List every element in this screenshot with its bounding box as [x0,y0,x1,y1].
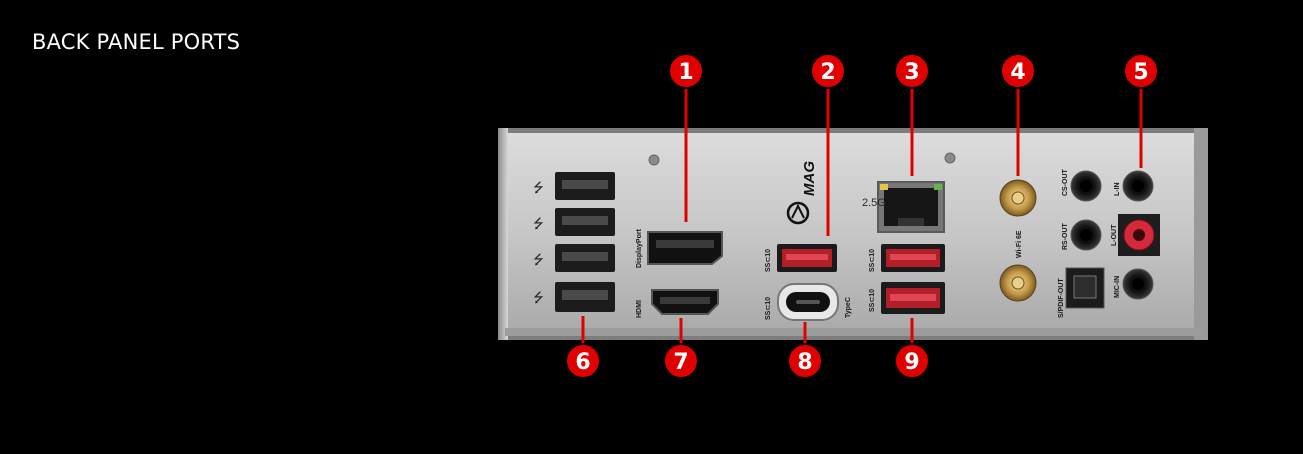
usb-ss-label: SS⊂10 [869,289,876,312]
usb-ports-stack: ⭍ ⭍ ⭍ ⭍ [533,172,615,312]
displayport-label: DisplayPort [636,228,643,268]
usb-red-port [777,244,837,272]
callout: 1 [668,53,704,89]
wifi-label: Wi-Fi 6E [1016,230,1023,258]
usb-icon: ⭍ [533,217,544,232]
displayport-connector [647,231,723,265]
audio-jacks [1065,170,1160,309]
usb-icon: ⭍ [533,253,544,268]
callout: 2 [810,53,846,89]
svg-text:6: 6 [575,350,590,375]
usb-red-port [881,244,945,272]
callout: 9 [894,343,930,379]
usb-ss-label: SS⊂10 [765,249,772,272]
rs-out-label: RS-OUT [1062,222,1069,250]
usb-ss-label: SS⊂10 [869,249,876,272]
usb-port [555,282,615,312]
svg-text:8: 8 [797,350,812,375]
line-out-label: L-OUT [1111,224,1118,246]
usb-port [555,244,615,272]
svg-text:5: 5 [1133,60,1148,85]
brand-label: MAG [801,161,818,196]
usb-red-port [881,282,945,314]
usb-port [555,172,615,200]
lan-port [877,181,945,233]
svg-text:4: 4 [1010,60,1025,85]
usb-icon: ⭍ [533,291,544,306]
mic-in-label: MIC-IN [1114,276,1121,298]
hdmi-connector [651,289,719,315]
callout: 4 [1000,53,1036,89]
svg-text:7: 7 [673,350,688,375]
svg-text:3: 3 [904,60,919,85]
mag-logo: MAG [786,161,818,225]
usb-ss-label: SS⊂10 [765,297,772,320]
cs-out-label: CS-OUT [1062,168,1069,196]
usb-icon: ⭍ [533,181,544,196]
usb-port [555,208,615,236]
lan-speed-label: 2.5G [862,197,886,209]
page-title: BACK PANEL PORTS [32,30,241,54]
line-in-label: L-IN [1114,182,1121,196]
wifi-antenna-connector [999,179,1037,217]
usb-typec-port [777,283,839,321]
svg-text:2: 2 [820,60,835,85]
svg-text:1: 1 [678,60,693,85]
callout: 7 [663,343,699,379]
callout: 3 [894,53,930,89]
spdif-out-label: S/PDIF-OUT [1058,278,1065,318]
callout: 6 [565,343,601,379]
callout: 8 [787,343,823,379]
wifi-antenna-connector [999,264,1037,302]
callout: 5 [1123,53,1159,89]
svg-text:9: 9 [904,350,919,375]
hdmi-label: HDMI [636,300,643,318]
typec-label: TypeC [845,297,852,318]
